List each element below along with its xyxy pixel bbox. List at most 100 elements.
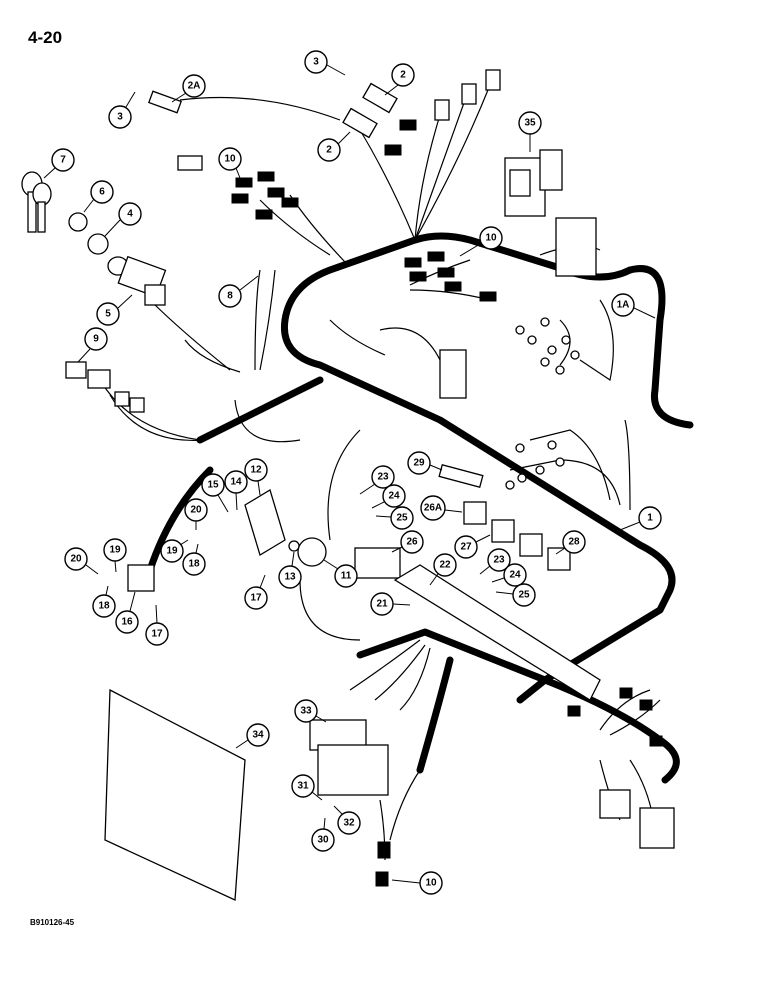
callout-8: 8 bbox=[218, 275, 259, 308]
callout-27: 27 bbox=[454, 534, 491, 559]
fuse-relay-box bbox=[309, 719, 389, 796]
callout-2a: 2A bbox=[171, 74, 206, 103]
svg-text:1: 1 bbox=[647, 513, 653, 524]
wire-bundles bbox=[99, 84, 661, 861]
callout-24-lower: 24 bbox=[491, 563, 527, 587]
svg-text:20: 20 bbox=[190, 505, 202, 516]
svg-text:5: 5 bbox=[105, 309, 111, 320]
svg-text:3: 3 bbox=[117, 112, 123, 123]
svg-text:32: 32 bbox=[343, 818, 355, 829]
callout-20-right: 20 bbox=[184, 498, 208, 530]
callout-19-left: 19 bbox=[103, 538, 127, 573]
callout-24-top: 24 bbox=[371, 484, 406, 509]
callout-22: 22 bbox=[429, 553, 457, 586]
callout-2-mid: 2 bbox=[317, 131, 351, 162]
callout-12: 12 bbox=[244, 458, 268, 496]
svg-text:27: 27 bbox=[460, 542, 472, 553]
callout-25-lower: 25 bbox=[495, 583, 536, 607]
svg-text:10: 10 bbox=[485, 233, 497, 244]
indicator-lamps bbox=[65, 361, 145, 413]
svg-text:24: 24 bbox=[388, 491, 400, 502]
svg-text:28: 28 bbox=[568, 537, 580, 548]
callout-17-left: 17 bbox=[145, 604, 169, 646]
callout-15: 15 bbox=[201, 473, 229, 513]
flasher-26 bbox=[354, 547, 401, 579]
svg-text:6: 6 bbox=[99, 187, 105, 198]
callout-25-top: 25 bbox=[375, 506, 414, 530]
callout-30: 30 bbox=[311, 817, 335, 852]
callout-28: 28 bbox=[555, 530, 586, 555]
callout-23-lower: 23 bbox=[479, 548, 511, 575]
page-number: 4-20 bbox=[28, 28, 63, 47]
svg-text:25: 25 bbox=[396, 513, 408, 524]
terminal-block bbox=[439, 349, 467, 399]
ignition-switch bbox=[107, 255, 167, 306]
svg-text:25: 25 bbox=[518, 590, 530, 601]
svg-text:23: 23 bbox=[377, 472, 389, 483]
callout-31: 31 bbox=[291, 774, 323, 801]
callout-5: 5 bbox=[96, 294, 133, 326]
svg-text:26: 26 bbox=[406, 537, 418, 548]
svg-text:33: 33 bbox=[300, 706, 312, 717]
svg-text:35: 35 bbox=[524, 118, 536, 129]
callout-7: 7 bbox=[43, 148, 75, 179]
callout-21: 21 bbox=[370, 592, 411, 616]
callout-6: 6 bbox=[83, 180, 114, 213]
cover-panel bbox=[104, 688, 246, 901]
ring-terminals-1a bbox=[515, 317, 580, 375]
callout-33: 33 bbox=[294, 699, 327, 723]
clamp-16 bbox=[127, 564, 155, 592]
grommet-13 bbox=[288, 540, 300, 552]
callout-19-right: 19 bbox=[160, 539, 189, 563]
mounting-strip bbox=[438, 463, 484, 489]
svg-text:29: 29 bbox=[413, 458, 425, 469]
connector-group-mid bbox=[404, 251, 497, 302]
svg-text:17: 17 bbox=[151, 629, 163, 640]
svg-text:23: 23 bbox=[493, 555, 505, 566]
callout-35: 35 bbox=[518, 111, 542, 152]
svg-text:10: 10 bbox=[224, 154, 236, 165]
svg-text:17: 17 bbox=[250, 593, 262, 604]
horn bbox=[297, 537, 327, 567]
callout-34: 34 bbox=[235, 723, 270, 749]
svg-text:8: 8 bbox=[227, 291, 233, 302]
callout-9: 9 bbox=[77, 327, 108, 363]
callout-14: 14 bbox=[224, 470, 248, 511]
ring-terminals-lower bbox=[505, 440, 565, 490]
washer bbox=[87, 233, 109, 255]
svg-text:18: 18 bbox=[188, 559, 200, 570]
callout-labels: 1 1A 2 2 2A 3 3 4 5 6 7 8 9 10 10 10 35 … bbox=[43, 50, 662, 895]
callout-13: 13 bbox=[278, 551, 302, 589]
svg-text:30: 30 bbox=[317, 835, 329, 846]
svg-text:19: 19 bbox=[109, 545, 121, 556]
callout-23-top: 23 bbox=[359, 465, 395, 495]
callout-2-top: 2 bbox=[384, 63, 415, 96]
relay-27b bbox=[519, 533, 543, 557]
components bbox=[21, 69, 675, 901]
callout-10-upper: 10 bbox=[218, 147, 242, 179]
callout-1a: 1A bbox=[611, 293, 656, 319]
top-plugs bbox=[434, 69, 501, 121]
svg-text:20: 20 bbox=[70, 554, 82, 565]
callout-11: 11 bbox=[323, 559, 358, 588]
svg-text:22: 22 bbox=[439, 560, 451, 571]
svg-text:24: 24 bbox=[509, 570, 521, 581]
svg-text:12: 12 bbox=[250, 465, 262, 476]
svg-text:11: 11 bbox=[341, 571, 352, 582]
svg-text:2: 2 bbox=[326, 145, 332, 156]
svg-text:15: 15 bbox=[207, 480, 219, 491]
connector-10-bottom-b bbox=[375, 871, 389, 887]
svg-text:31: 31 bbox=[297, 781, 309, 792]
svg-text:2A: 2A bbox=[188, 81, 201, 92]
callout-10-bottom: 10 bbox=[391, 871, 443, 895]
callout-32: 32 bbox=[333, 805, 361, 835]
svg-text:26A: 26A bbox=[424, 503, 442, 514]
svg-text:1A: 1A bbox=[617, 300, 630, 311]
svg-text:2: 2 bbox=[400, 70, 406, 81]
svg-text:13: 13 bbox=[284, 572, 296, 583]
callout-18-left: 18 bbox=[92, 585, 116, 618]
callout-3-top: 3 bbox=[304, 50, 346, 76]
rocker-switch bbox=[504, 149, 563, 217]
